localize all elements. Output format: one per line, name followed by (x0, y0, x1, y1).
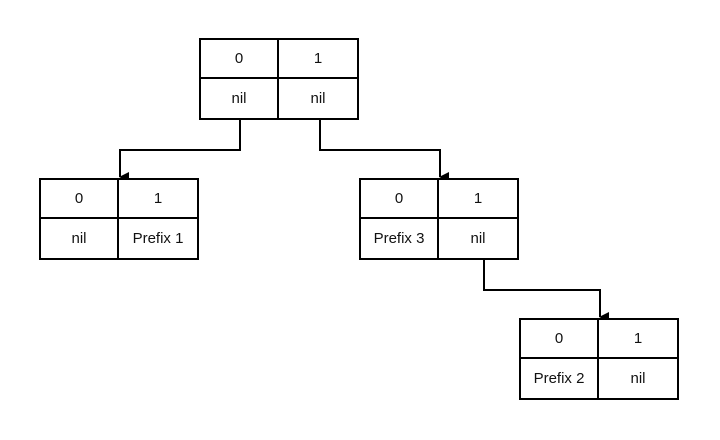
slot-value-0: Prefix 2 (521, 359, 599, 398)
slot-value-1: nil (630, 370, 646, 387)
trie-node-root: 0 1 nil nil (199, 38, 359, 120)
bit-label-0: 0 (201, 40, 279, 79)
bit-label-1: 1 (599, 320, 677, 359)
bit-label-1: 1 (439, 180, 517, 219)
trie-node-bottom: 0 1 Prefix 2 nil (519, 318, 679, 400)
trie-node-right: 0 1 Prefix 3 nil (359, 178, 519, 260)
edge-root-0-to-left (119, 120, 241, 182)
bit-label-0: 0 (41, 180, 119, 219)
slot-value-0: Prefix 3 (361, 219, 439, 258)
bit-label-1: 1 (279, 40, 357, 79)
trie-node-left: 0 1 nil Prefix 1 (39, 178, 199, 260)
slot-value-1: nil (310, 90, 326, 107)
slot-value-1: Prefix 1 (132, 230, 184, 247)
slot-value-1: nil (470, 230, 486, 247)
bit-label-0: 0 (521, 320, 599, 359)
bit-label-0: 0 (361, 180, 439, 219)
bit-label-1: 1 (119, 180, 197, 219)
edge-right-1-to-bottom (483, 260, 609, 322)
slot-value-0: nil (41, 219, 119, 258)
edge-root-1-to-right (319, 120, 449, 182)
slot-value-0: nil (201, 79, 279, 118)
